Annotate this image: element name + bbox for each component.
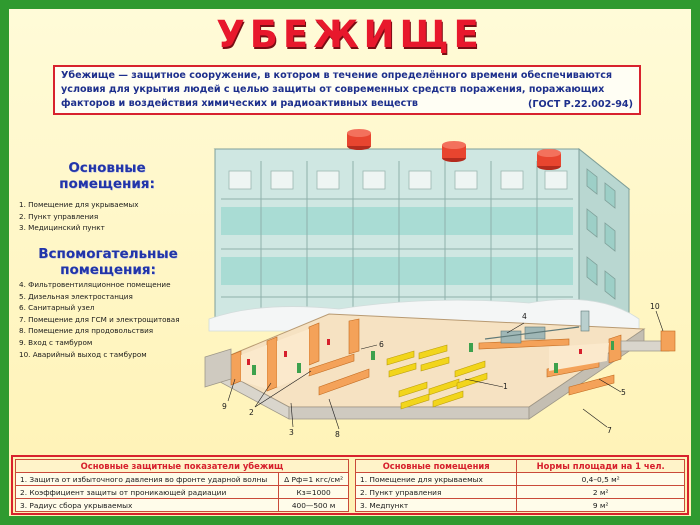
- table-row: 2. Коэффициент защиты от проникающей рад…: [14, 485, 349, 499]
- aux-rooms-heading: Вспомогательные помещения:: [19, 246, 197, 278]
- callout-9: 9: [222, 402, 227, 411]
- area-table-header-rooms: Основные помещения: [354, 459, 518, 473]
- callout-10: 10: [650, 302, 660, 311]
- bench-rows: [386, 344, 488, 410]
- protection-indicators-table: Основные защитные показатели убежищ 1. З…: [14, 459, 349, 512]
- callout-8: 8: [335, 430, 340, 439]
- table-row: 3. Медпункт 9 м²: [354, 498, 685, 512]
- table-cell: 2. Коэффициент защиты от проникающей рад…: [14, 485, 280, 499]
- callout-4: 4: [522, 312, 527, 321]
- definition-text: Убежище — защитное сооружение, в котором…: [61, 70, 613, 109]
- main-rooms-heading-line2: помещения:: [59, 176, 155, 192]
- window-grid: [221, 161, 573, 309]
- table-cell: 0,4–0,5 м²: [516, 472, 685, 486]
- table-row: 3. Радиус сбора укрываемых 400—500 м: [14, 498, 349, 512]
- table-cell: 1. Помещение для укрываемых: [354, 472, 518, 486]
- callout-3: 3: [289, 428, 294, 437]
- table-row: 2. Пункт управления 2 м²: [354, 485, 685, 499]
- callout-5: 5: [621, 388, 626, 397]
- glass-band: [221, 207, 573, 235]
- poster-title: УБЕЖИЩЕ: [216, 13, 484, 56]
- shelter-illustration: [204, 129, 676, 430]
- glass-band: [221, 257, 573, 285]
- table-row: 1. Помещение для укрываемых 0,4–0,5 м²: [354, 472, 685, 486]
- tables-frame: [11, 455, 689, 515]
- main-room-item: 2. Пункт управления: [19, 211, 99, 221]
- callout-1: 1: [503, 382, 508, 391]
- table-cell: 400—500 м: [278, 498, 349, 512]
- area-norms-table: Основные помещения Нормы площади на 1 че…: [354, 459, 685, 512]
- doors: [252, 341, 614, 375]
- upper-windows: [228, 170, 568, 190]
- aux-room-item: 7. Помещение для ГСМ и электрощитовая: [19, 314, 180, 324]
- table-row: 1. Защита от избыточного давления во фро…: [14, 472, 349, 486]
- fixtures: [247, 339, 582, 365]
- callout-7: 7: [607, 426, 612, 435]
- main-rooms-list: 1. Помещение для укрываемых 2. Пункт упр…: [19, 199, 138, 234]
- table-cell: 3. Медпункт: [354, 498, 518, 512]
- area-table-header-norms: Нормы площади на 1 чел.: [516, 459, 685, 473]
- table-cell: 2 м²: [516, 485, 685, 499]
- aux-rooms-heading-line1: Вспомогательные: [38, 246, 178, 262]
- room-partitions: [230, 318, 622, 396]
- table-cell: 2. Пункт управления: [354, 485, 518, 499]
- table-cell: Кз=1000: [278, 485, 349, 499]
- aux-room-item: 10. Аварийный выход с тамбуром: [19, 349, 147, 359]
- definition-box: Убежище — защитное сооружение, в котором…: [53, 65, 641, 115]
- side-windows: [586, 168, 616, 300]
- aux-rooms-list: 4. Фильтровентиляционное помещение 5. Ди…: [19, 279, 180, 360]
- table-cell: 9 м²: [516, 498, 685, 512]
- table-cell: Δ Рф=1 кгс/см²: [278, 472, 349, 486]
- main-rooms-heading: Основные помещения:: [23, 160, 191, 192]
- roof-vent-caps: [347, 129, 561, 170]
- callout-2: 2: [249, 408, 254, 417]
- main-rooms-heading-line1: Основные: [68, 160, 146, 176]
- main-room-item: 3. Медицинский пункт: [19, 223, 105, 233]
- table-cell: 3. Радиус сбора укрываемых: [14, 498, 280, 512]
- aux-room-item: 9. Вход с тамбуром: [19, 337, 93, 347]
- aux-room-item: 4. Фильтровентиляционное помещение: [19, 280, 171, 289]
- poster: УБЕЖИЩЕ Убежище — защитное сооружение, в…: [9, 9, 691, 516]
- protection-table-header: Основные защитные показатели убежищ: [15, 459, 349, 473]
- basement-front-wall: [288, 406, 530, 420]
- main-room-item: 1. Помещение для укрываемых: [19, 200, 139, 209]
- aux-room-item: 6. Санитарный узел: [19, 303, 95, 313]
- aux-room-item: 8. Помещение для продовольствия: [19, 326, 154, 336]
- aux-rooms-heading-line2: помещения:: [60, 262, 156, 278]
- gost-reference: (ГОСТ Р.22.002-94): [528, 99, 633, 110]
- table-cell: 1. Защита от избыточного давления во фро…: [14, 472, 280, 486]
- aux-room-item: 5. Дизельная электростанция: [19, 291, 133, 301]
- entrance-vestibule: [204, 348, 232, 388]
- callout-6: 6: [379, 340, 384, 349]
- leader-lines: [227, 310, 664, 430]
- ventilation-unit: [484, 310, 590, 344]
- emergency-exit-tunnel: [620, 330, 676, 352]
